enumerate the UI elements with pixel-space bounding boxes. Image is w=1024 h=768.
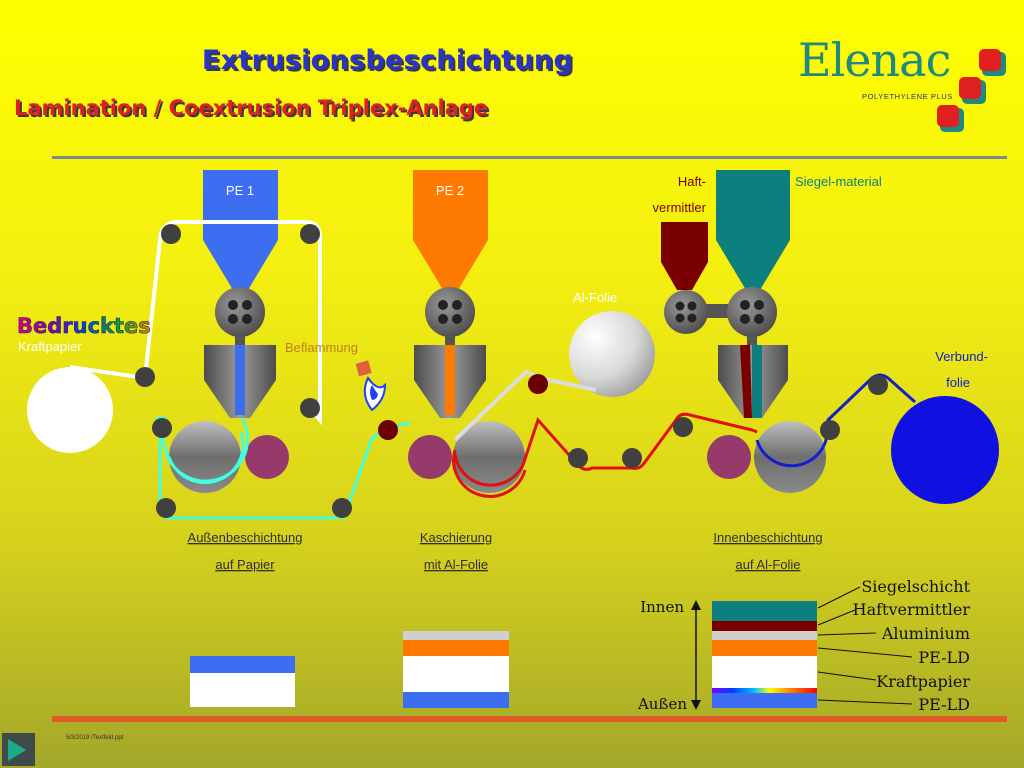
extruder-haftvermittler (664, 290, 736, 334)
legend-siegelschicht: Siegelschicht (861, 577, 970, 596)
verbund-label-2: folie (946, 375, 970, 390)
play-icon (8, 739, 26, 761)
station-2-caption-2: mit Al-Folie (424, 557, 488, 572)
legend-kraftpapier: Kraftpapier (876, 672, 970, 691)
innen-label: Innen (640, 598, 684, 616)
logo-name: Elenac (798, 33, 951, 87)
station-1-caption-1: Außenbeschichtung (188, 530, 303, 545)
guide-rollers (135, 224, 888, 518)
al-folie-label: Al-Folie (573, 290, 617, 305)
top-divider (52, 156, 1007, 159)
haft-label-1: Haft- (678, 174, 706, 189)
chill-roll-3 (754, 421, 826, 493)
die-pe1 (204, 345, 276, 418)
aussen-label: Außen (637, 695, 687, 713)
hopper-haftvermittler (661, 222, 708, 290)
stack-station-2 (403, 631, 509, 708)
die-pe2 (414, 345, 486, 418)
chill-roll-1 (169, 421, 241, 493)
stack-station-1 (190, 656, 295, 707)
legend-leaders (817, 586, 913, 705)
web-al (453, 369, 597, 442)
hopper-pe2 (413, 170, 488, 290)
station-3-caption-2: auf Al-Folie (735, 557, 800, 572)
kraftpapier-reel (27, 367, 113, 453)
verbundfolie-reel (891, 396, 999, 504)
dark-red-rollers (378, 374, 548, 440)
page-subtitle: Lamination / Coextrusion Triplex-Anlage (14, 96, 489, 120)
hopper-pe1-label: PE 1 (226, 183, 254, 198)
hopper-pe2-label: PE 2 (436, 183, 464, 198)
footer-text: 5/3/2019 /Textfeld.ppt (66, 735, 124, 741)
siegel-label: Siegel-material (795, 174, 882, 189)
legend-pe-ld-1: PE-LD (918, 648, 970, 667)
legend-haftvermittler: Haftvermittler (853, 600, 971, 619)
hopper-pe1 (203, 170, 278, 290)
station-1-caption-2: auf Papier (215, 557, 275, 572)
station-2-caption-1: Kaschierung (420, 530, 492, 545)
extruder-pe1 (215, 287, 265, 346)
stack-final (712, 601, 817, 708)
innen-aussen-arrow (691, 600, 701, 710)
al-folie-reel (569, 311, 655, 397)
haft-label-2: vermittler (653, 200, 707, 215)
pressure-roll-1 (245, 435, 289, 479)
chill-roll-2 (453, 421, 525, 493)
logo-tagline: POLYETHYLENE PLUS (862, 92, 953, 101)
kraftpapier-label: Kraftpapier (18, 339, 82, 354)
pressure-roll-3 (707, 435, 751, 479)
legend-aluminium: Aluminium (881, 624, 970, 643)
hopper-siegelmaterial (716, 170, 790, 290)
extruder-siegelmaterial (727, 287, 777, 346)
beflammung-label: Beflammung (285, 340, 358, 355)
web-final (755, 373, 916, 468)
page-title: Extrusionsbeschichtung (201, 45, 574, 76)
station-3-caption-1: Innenbeschichtung (713, 530, 822, 545)
verbund-label-1: Verbund- (935, 349, 988, 364)
extruder-pe2 (425, 287, 475, 346)
legend-pe-ld-2: PE-LD (918, 695, 970, 714)
web-laminate (453, 412, 758, 487)
flame-icon (355, 360, 387, 412)
pressure-roll-2 (408, 435, 452, 479)
bottom-divider (52, 716, 1007, 722)
bedrucktes-label: Bedrucktes (17, 314, 151, 338)
next-slide-button[interactable] (2, 733, 35, 766)
coextrusion-die (718, 345, 788, 418)
